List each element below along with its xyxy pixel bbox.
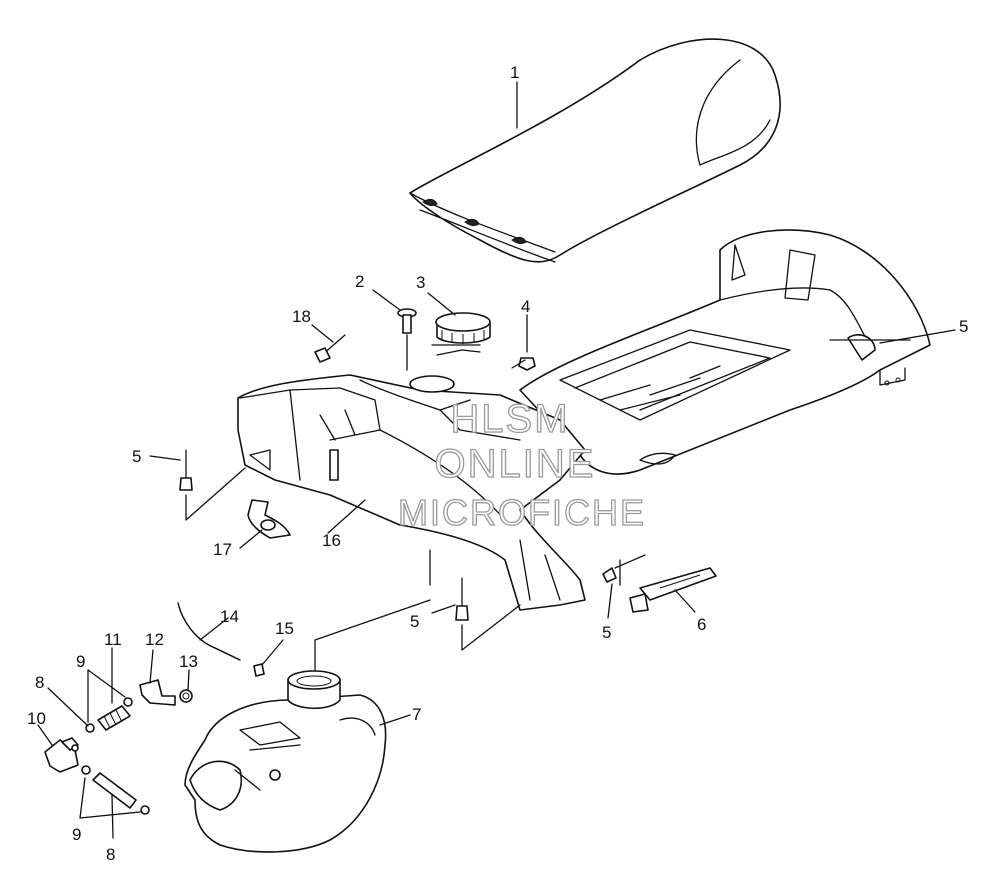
part-filter-11[interactable]	[97, 705, 131, 731]
callout-6[interactable]: 6	[697, 615, 706, 634]
part-hose-8[interactable]	[92, 772, 137, 809]
callout-4[interactable]: 4	[521, 297, 530, 316]
callout-18[interactable]: 18	[292, 307, 311, 326]
part-clamp-9b[interactable]	[81, 765, 150, 815]
callout-5-center[interactable]: 5	[410, 612, 419, 631]
reference-lines	[185, 334, 911, 671]
watermark-line-2: ONLINE	[435, 442, 596, 486]
part-fitting-13[interactable]	[179, 689, 193, 703]
part-front-body[interactable]	[237, 374, 586, 611]
leader-lines	[37, 81, 956, 839]
part-elbow-12[interactable]	[139, 679, 176, 706]
part-nut[interactable]	[518, 357, 536, 371]
callout-13[interactable]: 13	[179, 652, 198, 671]
callout-7[interactable]: 7	[412, 705, 421, 724]
part-rivet[interactable]	[314, 334, 346, 363]
part-push-rivet-rear[interactable]	[847, 334, 876, 361]
part-push-rivet-center[interactable]	[455, 577, 469, 621]
callouts: 1 2 3 4 5 5 5 5 6 7 8 8 9 9 10 11 12 13 …	[27, 63, 968, 864]
part-push-rivet-left[interactable]	[179, 449, 193, 491]
callout-5-right[interactable]: 5	[602, 623, 611, 642]
callout-15[interactable]: 15	[275, 619, 294, 638]
part-push-rivet-right[interactable]	[602, 554, 646, 583]
part-fuel-hose-14[interactable]	[177, 602, 241, 661]
part-latch[interactable]	[629, 567, 717, 613]
watermark-line-3: MICROFICHE	[398, 492, 646, 533]
callout-10[interactable]: 10	[27, 709, 46, 728]
part-screw[interactable]	[397, 308, 417, 334]
part-fuel-tank[interactable]	[184, 670, 387, 853]
part-bracket[interactable]	[247, 499, 291, 539]
part-fuel-cap[interactable]	[435, 312, 491, 344]
part-clamp-15[interactable]	[253, 663, 265, 677]
callout-5-left[interactable]: 5	[132, 447, 141, 466]
callout-11[interactable]: 11	[104, 630, 122, 649]
watermark: HLSM ONLINE MICROFICHE	[397, 396, 646, 533]
part-valve-10[interactable]	[44, 737, 79, 773]
callout-1[interactable]: 1	[510, 63, 519, 82]
callout-8-upper[interactable]: 8	[35, 673, 44, 692]
part-seat[interactable]	[409, 38, 781, 263]
callout-2[interactable]: 2	[355, 272, 364, 291]
callout-5-rear[interactable]: 5	[959, 317, 968, 336]
callout-17[interactable]: 17	[213, 540, 232, 559]
watermark-line-1: HLSM	[450, 397, 569, 441]
callout-3[interactable]: 3	[416, 273, 425, 292]
callout-8-lower[interactable]: 8	[106, 845, 115, 864]
part-rear-body[interactable]	[519, 229, 931, 475]
callout-16[interactable]: 16	[322, 531, 341, 550]
callout-14[interactable]: 14	[220, 607, 239, 626]
callout-9-lower[interactable]: 9	[72, 825, 81, 844]
callout-12[interactable]: 12	[145, 630, 164, 649]
callout-9-upper[interactable]: 9	[76, 652, 85, 671]
part-clamp-9a[interactable]	[85, 697, 133, 733]
